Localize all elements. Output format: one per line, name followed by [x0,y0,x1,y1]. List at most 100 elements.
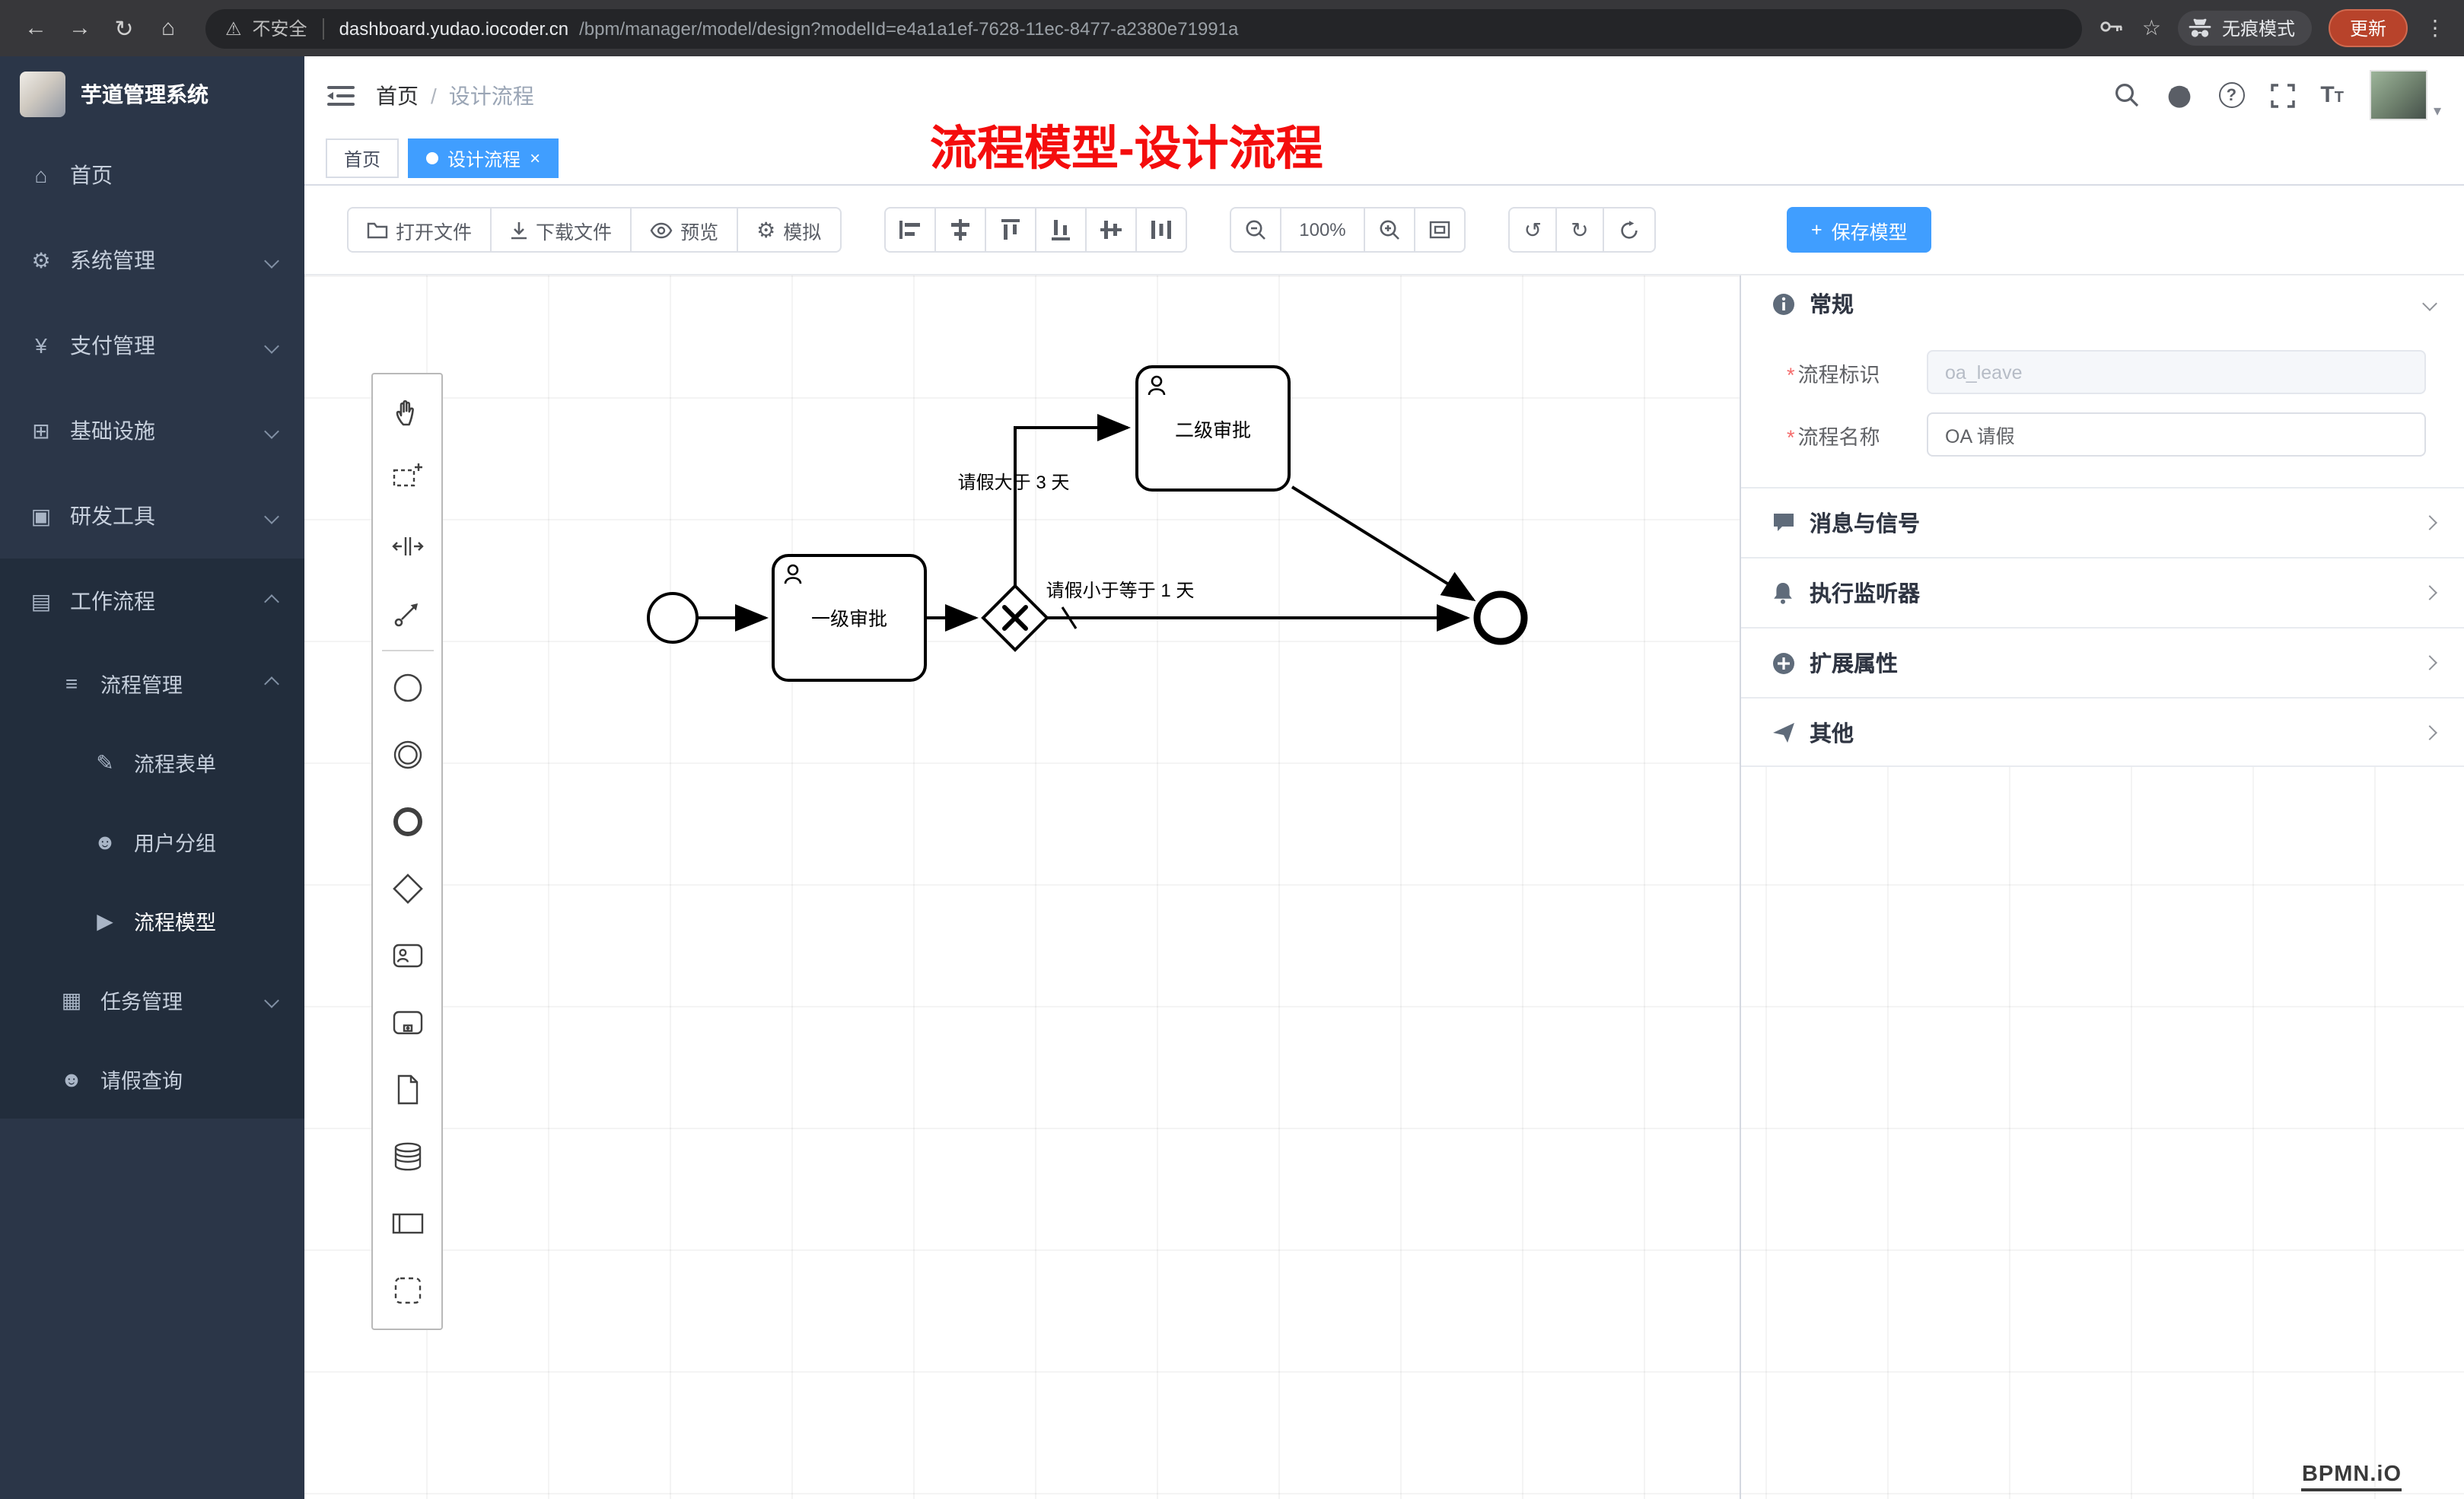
browser-update-button[interactable]: 更新 [2328,9,2408,47]
section-general[interactable]: 常规 [1741,275,2464,332]
github-button[interactable] [2165,81,2192,109]
create-user-task[interactable] [373,922,441,989]
align-top-button[interactable] [985,207,1036,253]
breadcrumb-home[interactable]: 首页 [376,83,419,107]
workflow-submenu: ▤ 工作流程 ≡ 流程管理 ✎ 流程表单 ☻ 用户分组 [0,559,304,1119]
sidebar-item-home[interactable]: ⌂ 首页 [0,132,304,218]
url-path: /bpm/manager/model/design?modelId=e4a1a1… [579,18,1239,39]
global-connect-tool[interactable] [373,580,441,647]
sidebar-collapse-button[interactable] [327,83,355,107]
help-button[interactable]: ? [2218,82,2245,108]
condition-label-le[interactable]: 请假小于等于 1 天 [1046,581,1195,601]
undo-button[interactable]: ↺ [1508,207,1558,253]
bpmn-canvas[interactable]: 一级审批 [304,274,2464,1499]
chevron-down-icon [264,992,279,1007]
create-subprocess[interactable] [373,989,441,1056]
open-file-button[interactable]: 打开文件 [347,207,492,253]
password-key-button[interactable] [2099,13,2125,43]
section-message-signal[interactable]: 消息与信号 [1741,487,2464,557]
distribute-button[interactable] [1136,207,1187,253]
flow-task2-to-end[interactable] [1291,485,1476,602]
preview-button[interactable]: 预览 [632,207,739,253]
align-bottom-button[interactable] [1036,207,1087,253]
close-icon[interactable]: × [530,148,541,169]
align-left-button[interactable] [883,207,936,253]
tab-label: 首页 [344,148,381,170]
download-file-button[interactable]: 下载文件 [492,207,632,253]
field-label: *流程标识 [1787,363,1880,386]
sidebar-item-infrastructure[interactable]: ⊞ 基础设施 [0,388,304,473]
flow-gateway-to-task2[interactable] [1014,414,1131,586]
avatar [2369,70,2427,120]
zoom-reset-button[interactable] [1415,207,1466,253]
exclusive-gateway[interactable] [981,584,1049,652]
tab-home[interactable]: 首页 [326,138,400,178]
fullscreen-button[interactable] [2270,83,2295,107]
address-bar[interactable]: ⚠ 不安全 dashboard.yudao.iocoder.cn/bpm/man… [205,8,2083,48]
space-tool[interactable] [373,513,441,580]
zoom-level[interactable]: 100% [1281,207,1366,253]
create-gateway[interactable] [373,855,441,922]
bpmn-io-watermark[interactable]: BPMN.iO [2301,1462,2402,1491]
home-button[interactable]: ⌂ [148,8,189,49]
create-data-store[interactable] [373,1123,441,1190]
sidebar-item-process-manage[interactable]: ≡ 流程管理 [0,644,304,723]
create-end-event[interactable] [373,788,441,855]
section-extension-attrs[interactable]: 扩展属性 [1741,627,2464,697]
bookmark-star-button[interactable]: ☆ [2142,15,2161,41]
align-left-icon [899,221,920,239]
user-task-level2[interactable]: 二级审批 [1135,365,1291,492]
align-horizontal-center-button[interactable] [935,207,986,253]
sidebar-item-workflow[interactable]: ▤ 工作流程 [0,559,304,644]
align-vertical-center-icon [1100,221,1122,239]
sidebar-item-user-group[interactable]: ☻ 用户分组 [0,802,304,881]
zoom-out-button[interactable] [1229,207,1281,253]
section-other[interactable]: 其他 [1741,697,2464,767]
lasso-icon [392,463,422,487]
sidebar-item-payment[interactable]: ¥ 支付管理 [0,303,304,388]
process-name-input[interactable] [1927,412,2426,457]
sidebar-item-process-form[interactable]: ✎ 流程表单 [0,723,304,802]
incognito-badge: 无痕模式 [2177,11,2312,46]
create-intermediate-event[interactable] [373,721,441,788]
start-event[interactable] [647,592,699,644]
user-task-level1[interactable]: 一级审批 [772,554,927,682]
create-group[interactable] [373,1257,441,1324]
sidebar-item-process-model[interactable]: ▶ 流程模型 [0,881,304,960]
properties-panel: 常规 *流程标识 *流程名称 [1740,275,2464,1499]
back-button[interactable]: ← [15,8,56,49]
button-label: 下载文件 [536,221,613,243]
section-execution-listener[interactable]: 执行监听器 [1741,557,2464,627]
sidebar-item-system[interactable]: ⚙ 系统管理 [0,218,304,303]
sidebar-item-label: 流程管理 [100,674,183,697]
sidebar-item-leave-query[interactable]: ☻ 请假查询 [0,1039,304,1119]
lasso-tool[interactable] [373,446,441,513]
simulate-button[interactable]: ⚙ 模拟 [738,207,842,253]
process-key-input[interactable] [1927,350,2426,394]
redo-button[interactable]: ↻ [1557,207,1604,253]
create-participant[interactable] [373,1190,441,1257]
sidebar-item-task-manage[interactable]: ▦ 任务管理 [0,960,304,1039]
align-horizontal-center-icon [950,219,969,240]
forward-button[interactable]: → [59,8,100,49]
align-vertical-center-button[interactable] [1086,207,1137,253]
sidebar-item-devtools[interactable]: ▣ 研发工具 [0,473,304,559]
hand-tool[interactable] [373,379,441,446]
tab-design-process[interactable]: 设计流程 × [408,138,559,178]
reload-button[interactable]: ↻ [103,8,145,49]
message-icon [1770,511,1796,534]
save-model-button[interactable]: + 保存模型 [1787,207,1932,253]
bpmn-designer: 打开文件 下载文件 预览 ⚙ 模拟 [304,186,2464,1499]
condition-label-gt[interactable]: 请假大于 3 天 [958,473,1070,493]
end-event[interactable] [1473,590,1528,645]
app-logo[interactable]: 芋道管理系统 [0,56,304,132]
create-data-object[interactable] [373,1056,441,1123]
font-size-button[interactable]: TT [2320,82,2344,108]
restart-button[interactable] [1603,207,1656,253]
file-button-group: 打开文件 下载文件 预览 ⚙ 模拟 [347,207,842,253]
user-menu[interactable]: ▾ [2369,70,2441,120]
search-button[interactable] [2113,82,2139,108]
zoom-in-button[interactable] [1365,207,1416,253]
create-start-event[interactable] [373,654,441,721]
browser-menu-button[interactable]: ⋮ [2424,15,2446,41]
